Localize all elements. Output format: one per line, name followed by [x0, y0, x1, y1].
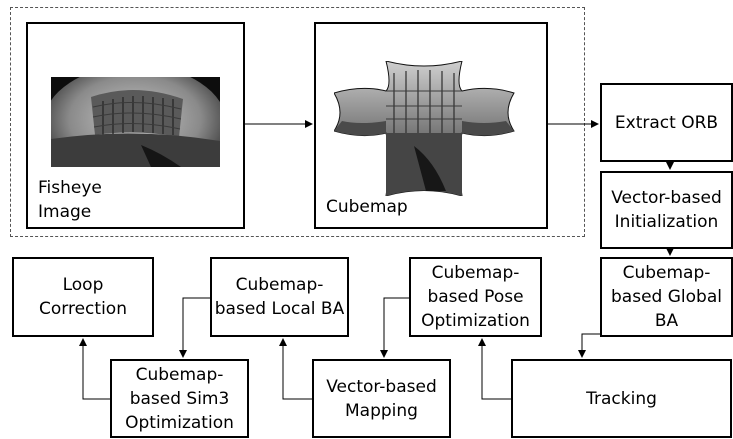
arrow-tracking-to-pose-optimization [478, 338, 511, 400]
extract-orb-label: Extract ORB [614, 112, 719, 133]
local-ba-box: Cubemap- based Local BA [210, 257, 349, 337]
cubemap-label: Cubemap [326, 197, 408, 217]
arrow-local-ba-to-sim3 [179, 297, 210, 358]
sim3-optimization-label: Cubemap- based Sim3 Optimization [125, 364, 234, 433]
arrow-mapping-to-local-ba [279, 338, 312, 400]
fisheye-image-panel: Fisheye Image [26, 22, 245, 229]
pose-optimization-label: Cubemap- based Pose Optimization [421, 263, 530, 331]
extract-orb-box: Extract ORB [600, 83, 733, 162]
arrow-global-ba-to-tracking [578, 333, 600, 358]
arrow-sim3-to-loop-correction [79, 338, 110, 400]
sim3-optimization-box: Cubemap- based Sim3 Optimization [110, 359, 249, 438]
vector-initialization-box: Vector-based Initialization [600, 171, 733, 249]
tracking-box: Tracking [511, 359, 732, 438]
tracking-label: Tracking [586, 388, 657, 409]
cubemap-photo [334, 61, 515, 196]
pose-optimization-box: Cubemap- based Pose Optimization [409, 257, 542, 337]
local-ba-label: Cubemap- based Local BA [214, 275, 345, 319]
image-stage-group [10, 7, 585, 237]
arrow-pose-optimization-to-mapping [380, 297, 409, 358]
fisheye-label: Fisheye Image [38, 178, 102, 222]
vector-mapping-label: Vector-based Mapping [326, 376, 437, 421]
vector-initialization-label: Vector-based Initialization [611, 188, 722, 232]
cubemap-panel: Cubemap [314, 22, 548, 229]
fisheye-photo [51, 77, 220, 167]
global-ba-box: Cubemap- based Global BA [600, 257, 733, 337]
global-ba-label: Cubemap- based Global BA [611, 263, 722, 331]
loop-correction-label: Loop Correction [39, 275, 127, 319]
vector-mapping-box: Vector-based Mapping [312, 359, 451, 438]
loop-correction-box: Loop Correction [12, 257, 154, 337]
